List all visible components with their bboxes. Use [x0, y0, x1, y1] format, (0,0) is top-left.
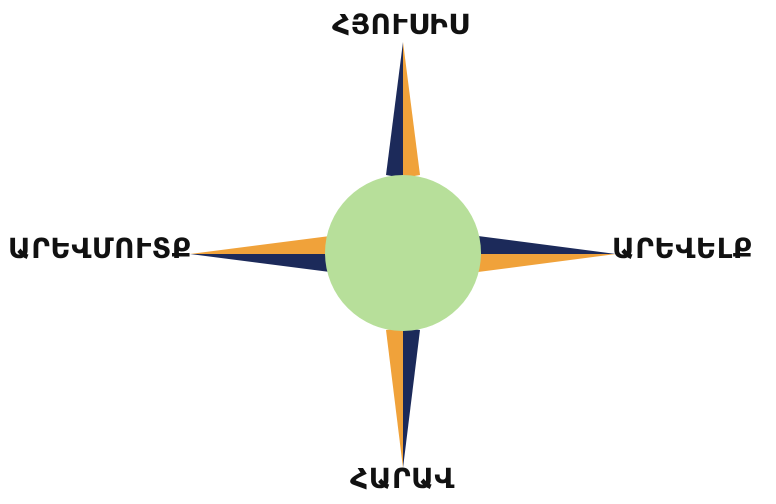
south-point-left-half	[386, 328, 403, 468]
west-point-lower-half	[190, 254, 333, 272]
west-point-upper-half	[190, 236, 333, 254]
south-point-right-half	[403, 328, 420, 468]
north-point	[386, 42, 420, 178]
east-point	[474, 236, 616, 272]
south-label: ՀԱՐԱՎ	[350, 462, 455, 495]
west-label: ԱՐԵՎՄՈՒՏՔ	[8, 232, 192, 265]
center-circle	[325, 175, 481, 331]
north-point-right-half	[403, 42, 420, 178]
east-label: ԱՐԵՎԵԼՔ	[612, 232, 753, 265]
east-point-lower-half	[474, 254, 616, 272]
north-point-left-half	[386, 42, 403, 178]
north-label: ՀՅՈՒՍԻՍ	[332, 8, 469, 41]
east-point-upper-half	[474, 236, 616, 254]
west-point	[190, 236, 333, 272]
south-point	[386, 328, 420, 468]
